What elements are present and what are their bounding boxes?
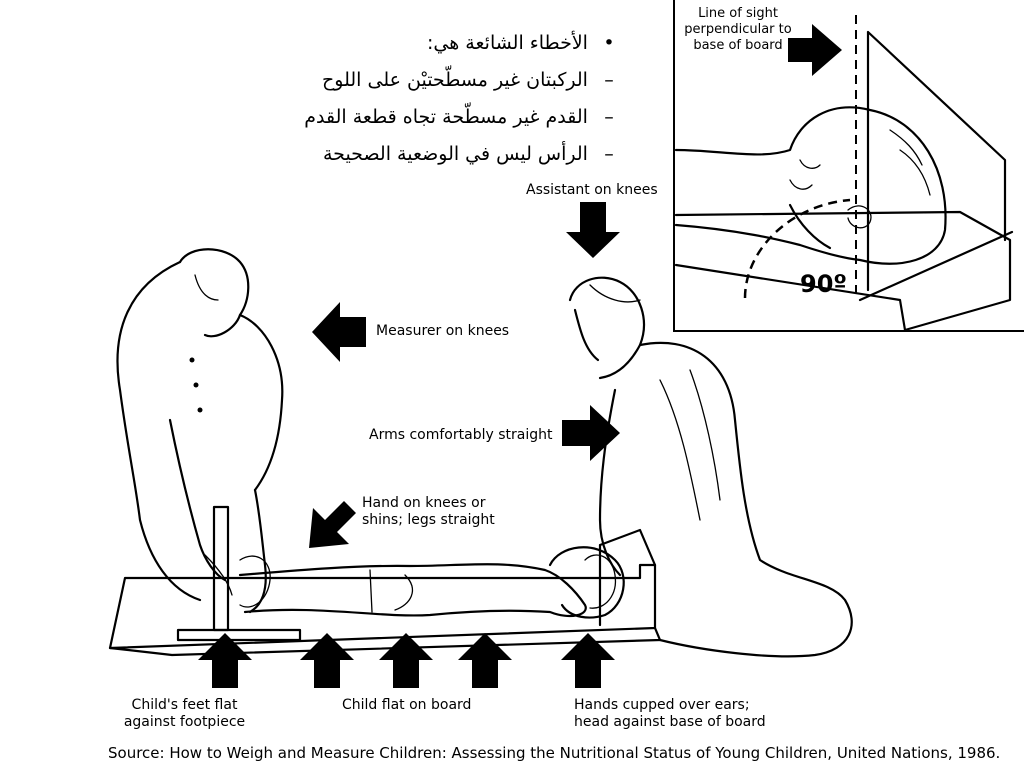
feet-line-2: against footpiece [123, 714, 246, 730]
measurer-label: Measurer on knees [376, 323, 510, 339]
angle-label: 90º [800, 270, 847, 298]
source-citation: Source: How to Weigh and Measure Childre… [108, 744, 1001, 762]
hand-knees-label: Hand on knees or shins; legs straight [362, 495, 495, 529]
hands-ears-line-1: Hands cupped over ears; [574, 697, 750, 713]
hands-ears-arrow [561, 633, 615, 688]
bullet-mark: • [603, 32, 615, 54]
error-item: – الركبتان غير مسطّحتيْن على اللوح [264, 65, 624, 102]
error-item: – الرأس ليس في الوضعية الصحيحة [264, 139, 624, 176]
dash-mark: – [604, 69, 614, 91]
hands-ears-label: Hands cupped over ears; head against bas… [574, 697, 766, 731]
dash-mark: – [604, 106, 614, 128]
line-of-sight-line-1: Line of sight [698, 6, 778, 21]
assistant-arrow [566, 202, 620, 258]
common-errors-list: • الأخطاء الشائعة هي: – الركبتان غير مسط… [264, 28, 624, 176]
feet-label: Child's feet flat against footpiece [112, 697, 257, 731]
common-errors-heading: • الأخطاء الشائعة هي: [264, 28, 624, 65]
measuring-board-drawing [108, 505, 662, 657]
dash-mark: – [604, 143, 614, 165]
flat-arrow-3 [458, 633, 512, 688]
hands-ears-line-2: head against base of board [574, 714, 766, 730]
measurer-arrow [312, 302, 366, 362]
error-item-text: الركبتان غير مسطّحتيْن على اللوح [322, 69, 588, 91]
error-item: – القدم غير مسطّحة تجاه قطعة القدم [264, 102, 624, 139]
line-of-sight-line-2: perpendicular to [684, 22, 792, 37]
measurer-drawing [116, 248, 284, 614]
error-item-text: القدم غير مسطّحة تجاه قطعة القدم [304, 106, 588, 128]
error-item-text: الرأس ليس في الوضعية الصحيحة [323, 143, 588, 165]
feet-arrow [198, 633, 252, 688]
feet-line-1: Child's feet flat [131, 697, 238, 713]
hand-knees-line-1: Hand on knees or [362, 495, 486, 511]
hand-knees-arrow [309, 501, 356, 548]
flat-arrow-1 [300, 633, 354, 688]
arms-arrow [562, 405, 620, 461]
inset-headboard-drawing [674, 15, 1014, 332]
line-of-sight-label: Line of sight perpendicular to base of b… [678, 6, 798, 54]
arms-label: Arms comfortably straight [369, 427, 553, 443]
inset-arrow [788, 24, 842, 76]
heading-text: الأخطاء الشائعة هي: [427, 32, 588, 54]
assistant-drawing [568, 276, 853, 658]
flat-arrow-2 [379, 633, 433, 688]
flat-label: Child flat on board [342, 697, 472, 713]
child-drawing [238, 546, 625, 619]
inset-frame [673, 0, 1024, 332]
assistant-label: Assistant on knees [526, 182, 658, 198]
hand-knees-line-2: shins; legs straight [362, 512, 495, 528]
line-of-sight-line-3: base of board [693, 38, 783, 53]
